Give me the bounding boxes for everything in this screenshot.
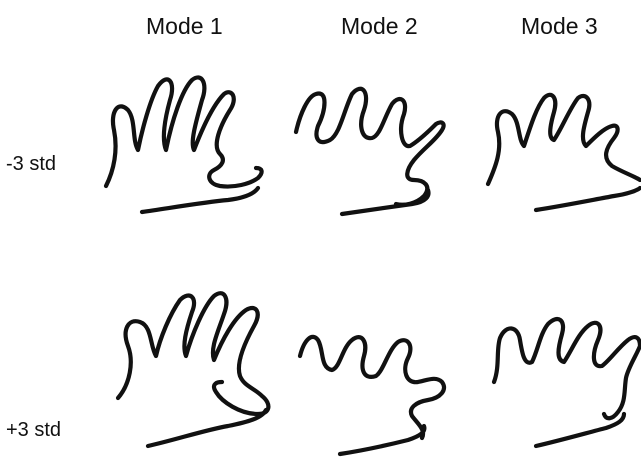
hand-shape-mode-1-plus-3-std (118, 293, 268, 446)
hand-shape-mode-2-plus-3-std (300, 337, 444, 454)
hand-shape-mode-2-minus-3-std (296, 89, 444, 214)
hand-shape-mode-3-plus-3-std (494, 319, 640, 446)
hand-shape-mode-3-minus-3-std (488, 95, 640, 210)
hand-shape-mode-1-minus-3-std (106, 77, 262, 212)
